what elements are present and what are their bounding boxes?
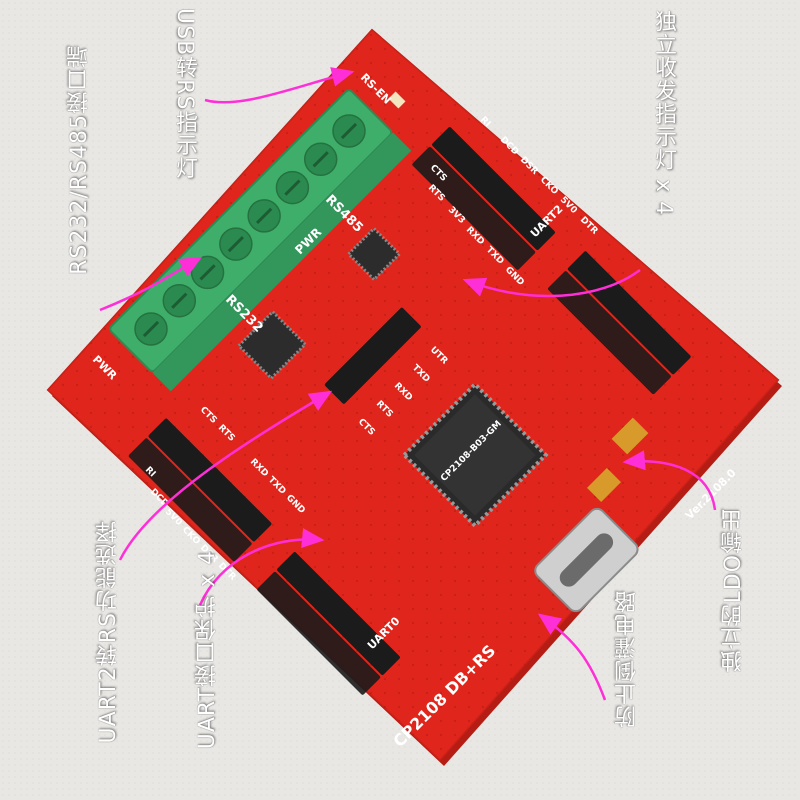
pin-headers [128, 127, 691, 695]
rs232-ic [236, 309, 308, 381]
rs485-ic [346, 226, 402, 282]
callout-uart2-rs-select: UART2转RS功能选择 [96, 520, 121, 744]
callout-reverse-protection: 防止倒灌电路 [615, 590, 640, 728]
callout-ldo-output: 独立的LDO输出 [721, 508, 746, 673]
ldo-capacitors [587, 417, 649, 502]
cp2108-chip: CP2108-B03-GM [401, 381, 549, 529]
annotation-arrows [99, 67, 717, 701]
usb-c-connector [534, 507, 639, 613]
callout-rs232-rs485-port: RS232/RS485接口端 [67, 45, 92, 275]
callout-usb-to-rs-led: USB转RS指示灯 [172, 8, 197, 180]
rs-en-led [388, 91, 406, 109]
callout-txrx-leds: 独立收发指示灯 x 4 [651, 10, 676, 217]
terminal-block [109, 89, 412, 392]
callout-uart-protection: UART接口保护 x 4 [195, 550, 220, 750]
